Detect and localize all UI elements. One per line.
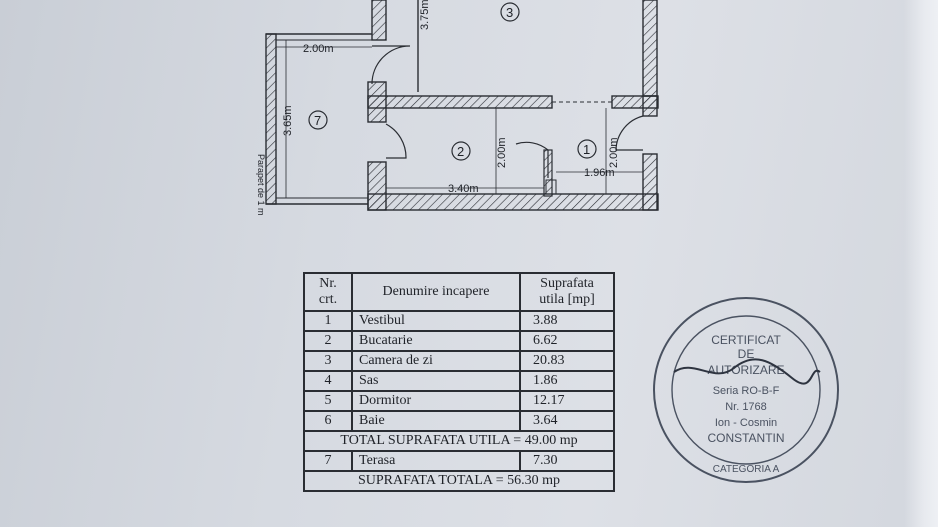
stamp-line1: CERTIFICAT xyxy=(711,333,781,347)
stamp-line6: Ion - Cosmin xyxy=(715,417,777,429)
paper-edge xyxy=(904,0,938,527)
cell-nr: 5 xyxy=(303,390,353,412)
table-row: 1 Vestibul 3.88 xyxy=(303,310,615,332)
cell-name: Baie xyxy=(351,410,521,432)
certification-stamp: CERTIFICAT DE AUTORIZARE Seria RO-B-F Nr… xyxy=(653,297,839,483)
door-swing-kitchen xyxy=(385,123,407,159)
cell-name: Sas xyxy=(351,370,521,392)
total-useful-row: TOTAL SUPRAFATA UTILA = 49.00 mp xyxy=(303,430,615,452)
area-table-container: Nr. crt. Denumire incapere Suprafata uti… xyxy=(303,272,615,492)
room-number-1: 1 xyxy=(583,142,590,157)
stamp-line4: Seria RO-B-F xyxy=(713,385,780,397)
door-swing-hall xyxy=(515,141,549,178)
table-row: 6 Baie 3.64 xyxy=(303,410,615,432)
dim-hall-height: 2.00m xyxy=(608,137,620,168)
cell-area: 20.83 xyxy=(519,350,615,372)
stamp-category: CATEGORIA A xyxy=(713,464,780,475)
stamp-line2: DE xyxy=(738,347,755,361)
cell-area: 1.86 xyxy=(519,370,615,392)
wall-pillar xyxy=(367,81,387,123)
header-nr: Nr. crt. xyxy=(303,272,353,312)
cell-nr: 3 xyxy=(303,350,353,372)
cell-nr: 7 xyxy=(303,450,353,472)
floor-plan: 2.00m 3.65m Parapet de 1 m 3.75m 2.00m 3… xyxy=(256,0,659,216)
cell-area: 12.17 xyxy=(519,390,615,412)
wall-top-left xyxy=(371,0,387,41)
dim-top-wall: 3.75m xyxy=(419,0,431,30)
wall-top-right xyxy=(642,0,658,97)
cell-nr: 6 xyxy=(303,410,353,432)
wall-middle xyxy=(367,95,553,109)
room-number-7: 7 xyxy=(314,113,321,128)
cell-area: 6.62 xyxy=(519,330,615,352)
dim-hall-width: 1.96m xyxy=(584,167,615,179)
stamp-line3: AUTORIZARE xyxy=(707,363,784,377)
dim-terrace-height: 3.65m xyxy=(282,105,294,136)
total-row: SUPRAFATA TOTALA = 56.30 mp xyxy=(303,470,615,492)
cell-nr: 2 xyxy=(303,330,353,352)
small-fixture xyxy=(545,179,557,195)
header-area: Suprafata utila [mp] xyxy=(519,272,615,312)
cell-name: Camera de zi xyxy=(351,350,521,372)
cell-name: Terasa xyxy=(351,450,521,472)
table-row: 2 Bucatarie 6.62 xyxy=(303,330,615,352)
cell-name: Bucatarie xyxy=(351,330,521,352)
cell-nr: 4 xyxy=(303,370,353,392)
table-row: 3 Camera de zi 20.83 xyxy=(303,350,615,372)
table-header-row: Nr. crt. Denumire incapere Suprafata uti… xyxy=(303,272,615,312)
terrace-row: 7 Terasa 7.30 xyxy=(303,450,615,472)
door-swing-entry xyxy=(615,115,644,151)
table-row: 5 Dormitor 12.17 xyxy=(303,390,615,412)
area-table: Nr. crt. Denumire incapere Suprafata uti… xyxy=(303,272,615,492)
total-area: SUPRAFATA TOTALA = 56.30 mp xyxy=(303,470,615,492)
terrace-wall-left xyxy=(265,33,277,205)
table-row: 4 Sas 1.86 xyxy=(303,370,615,392)
cell-name: Vestibul xyxy=(351,310,521,332)
cell-area: 3.88 xyxy=(519,310,615,332)
room-number-2: 2 xyxy=(457,144,464,159)
dim-kitchen-height: 2.00m xyxy=(496,137,508,168)
stamp-line5: Nr. 1768 xyxy=(725,401,767,413)
header-name: Denumire incapere xyxy=(351,272,521,312)
parapet-label: Parapet de 1 m xyxy=(256,154,266,216)
dim-kitchen-width: 3.40m xyxy=(448,183,479,195)
cell-area: 7.30 xyxy=(519,450,615,472)
cell-area: 3.64 xyxy=(519,410,615,432)
cell-name: Dormitor xyxy=(351,390,521,412)
cell-nr: 1 xyxy=(303,310,353,332)
door-swing-top xyxy=(371,45,411,85)
wall-right-lower xyxy=(642,153,658,211)
wall-right-upper xyxy=(642,95,658,117)
room-number-3: 3 xyxy=(506,5,513,20)
dim-terrace-width: 2.00m xyxy=(303,43,334,55)
stamp-line7: CONSTANTIN xyxy=(707,431,784,445)
total-useful: TOTAL SUPRAFATA UTILA = 49.00 mp xyxy=(303,430,615,452)
wall-bottom xyxy=(367,193,659,211)
signature-scribble xyxy=(673,358,821,385)
